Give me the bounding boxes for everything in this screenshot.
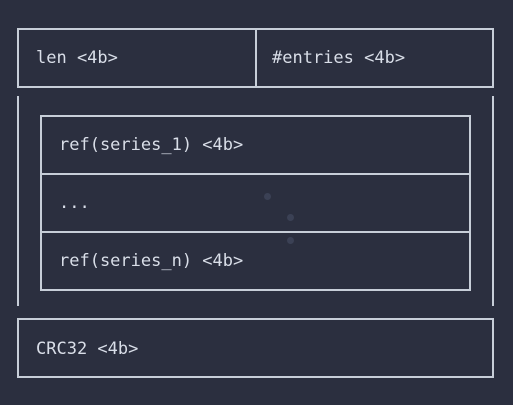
header-middle-divider	[255, 28, 257, 88]
outer-left-border-top	[17, 28, 19, 88]
len-field-label: len <4b>	[36, 48, 118, 68]
series-ellipsis-label: ...	[59, 193, 90, 213]
footer-divider	[17, 318, 494, 320]
series-ref-last-label: ref(series_n) <4b>	[59, 251, 244, 271]
outer-right-border-bottom	[492, 318, 494, 378]
outer-left-border-middle	[17, 96, 19, 306]
entries-field-label: #entries <4b>	[272, 48, 406, 68]
inner-divider-2	[40, 231, 471, 233]
decorative-dot	[287, 214, 294, 221]
inner-right-border	[469, 115, 471, 291]
outer-bottom-border	[17, 376, 494, 378]
decorative-dot	[264, 193, 271, 200]
inner-top-border	[40, 115, 471, 117]
inner-divider-1	[40, 173, 471, 175]
crc32-field-label: CRC32 <4b>	[36, 339, 139, 359]
series-ref-first-label: ref(series_1) <4b>	[59, 135, 244, 155]
decorative-dot	[287, 237, 294, 244]
outer-right-border-top	[492, 28, 494, 88]
outer-right-border-middle	[492, 96, 494, 306]
inner-bottom-border	[40, 289, 471, 291]
inner-left-border	[40, 115, 42, 291]
outer-left-border-bottom	[17, 318, 19, 378]
